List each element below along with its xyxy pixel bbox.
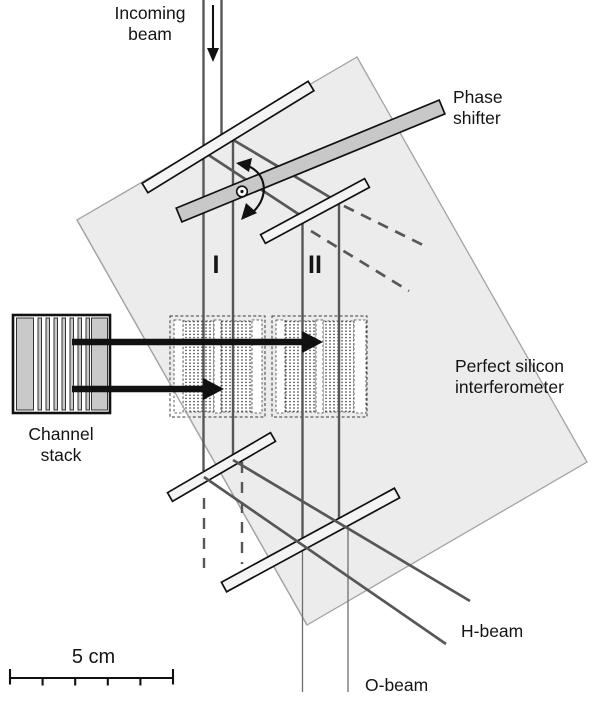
lost-beam-dashed-2 <box>310 229 410 293</box>
h-beam-label: H-beam <box>461 621 524 641</box>
dotted-channel-box-path1 <box>169 315 266 418</box>
blade-2 <box>259 177 371 245</box>
channel-arrow-upper <box>72 331 323 353</box>
scale-bar-label: 5 cm <box>71 646 116 668</box>
phase-shifter-label: Phase shifter <box>453 87 503 129</box>
blade-1 <box>140 80 316 194</box>
channel-arrow-lower <box>72 378 224 400</box>
blade-4 <box>220 487 401 593</box>
incoming-beam-label: Incoming beam <box>114 3 186 45</box>
incoming-beam-arrow <box>207 5 219 62</box>
lost-beam-dashed-1 <box>343 204 428 249</box>
interferometer-label: Perfect silicon interferometer <box>455 356 564 398</box>
o-beam-label: O-beam <box>365 675 429 695</box>
channel-stack-label: Channel stack <box>28 424 94 466</box>
h-beam-line-upper <box>232 458 471 603</box>
path-2-label: II <box>308 251 322 279</box>
h-beam-line-lower <box>203 475 447 646</box>
blade-3 <box>166 431 277 503</box>
rotation-axis-icon <box>235 185 249 198</box>
rotation-arrow-icon <box>236 158 265 220</box>
channel-stack-graphic <box>11 313 112 415</box>
scale-bar <box>8 669 175 686</box>
dotted-channel-box-path2 <box>271 315 368 418</box>
path-1-label: I <box>212 251 220 279</box>
